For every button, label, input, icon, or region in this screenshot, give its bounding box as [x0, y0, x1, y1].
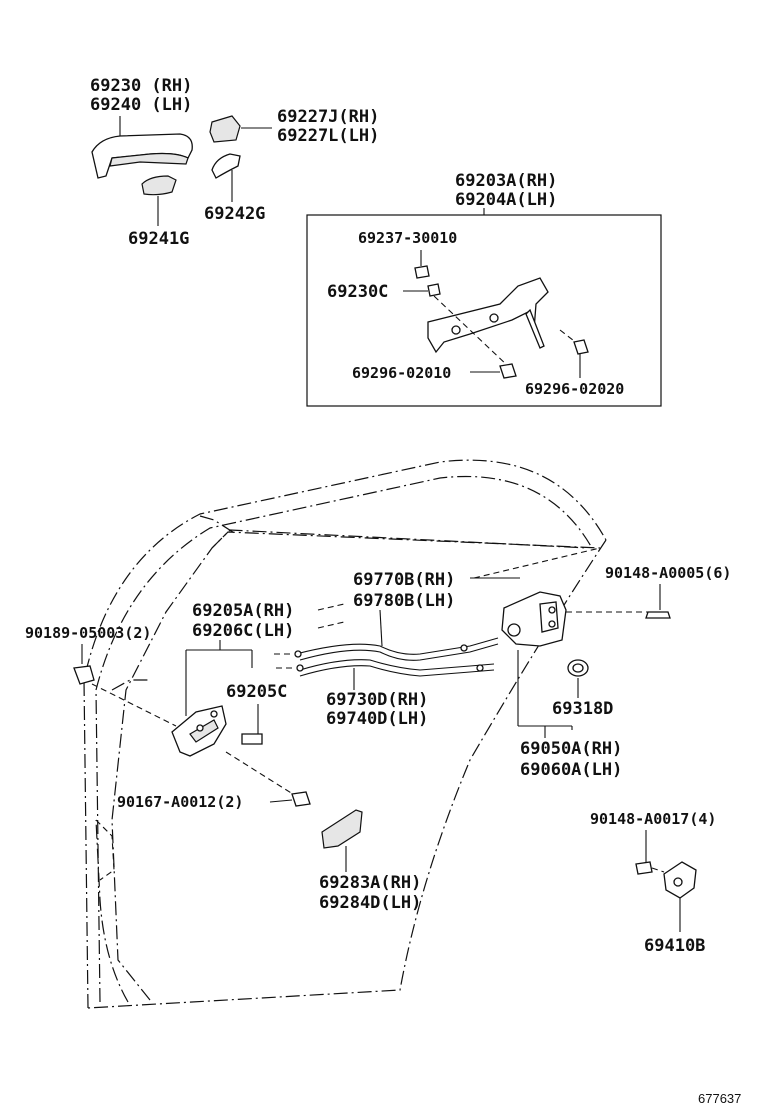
handle-cover-label-rh: 69227J(RH) — [277, 107, 379, 127]
outside-handle-label-rh: 69230 (RH) — [90, 76, 192, 96]
bolt-striker-shape — [635, 861, 653, 875]
bezel-shape — [321, 809, 363, 849]
screw-c-shape — [291, 791, 311, 807]
cable-lock-group: 69770B(RH) 69780B(LH) 90148-A0005(6) 693… — [274, 547, 731, 780]
seal-label: 69318D — [552, 699, 613, 719]
frame-assy-label-rh: 69203A(RH) — [455, 171, 557, 191]
screw-b-shape — [573, 339, 589, 355]
plug-shape — [414, 265, 430, 279]
cable-lower — [299, 659, 495, 671]
screw-b-label: 69296-02020 — [525, 380, 624, 398]
cable-assy-label-lh: 69780B(LH) — [353, 591, 455, 611]
bolt-top-label: 90148-A0005(6) — [605, 564, 731, 582]
frame-assy-label-lh: 69204A(LH) — [455, 190, 557, 210]
reference-code: 677637 — [698, 1091, 741, 1106]
bezel-label-rh: 69283A(RH) — [319, 873, 421, 893]
lock-assy-label-lh: 69060A(LH) — [520, 760, 622, 780]
plug-label: 69237-30010 — [358, 229, 457, 247]
pad-front-shape — [211, 153, 241, 179]
inside-handle-label-rh: 69205A(RH) — [192, 601, 294, 621]
screw-c-label: 90167-A0012(2) — [117, 793, 243, 811]
pad-rear-shape — [141, 175, 177, 196]
cable-assy-label-rh: 69770B(RH) — [353, 570, 455, 590]
bezel-group: 69283A(RH) 69284D(LH) — [319, 809, 421, 913]
lock-assy-label-rh: 69050A(RH) — [520, 739, 622, 759]
pad-rear-label: 69241G — [128, 229, 189, 249]
cable-upper — [295, 637, 499, 655]
clip-label: 90189-05003(2) — [25, 624, 151, 642]
cable-lower-label-lh: 69740D(LH) — [326, 709, 428, 729]
handle-cover-label-lh: 69227L(LH) — [277, 126, 379, 146]
frame-sub-label: 69230C — [327, 282, 388, 302]
inside-bracket-bolt — [241, 733, 263, 745]
handle-cover-shape — [209, 115, 241, 143]
cable-lower-label-rh: 69730D(RH) — [326, 690, 428, 710]
bolt-striker-label: 90148-A0017(4) — [590, 810, 716, 828]
pad-front-label: 69242G — [204, 204, 265, 224]
striker-label: 69410B — [644, 936, 705, 956]
outside-handle-label-lh: 69240 (LH) — [90, 95, 192, 115]
screw-a-shape — [499, 363, 517, 379]
frame-assy-box — [306, 214, 662, 407]
screw-a-label: 69296-02010 — [352, 364, 451, 382]
outside-handle-group: 69230 (RH) 69240 (LH) 69227J(RH) 69227L(… — [90, 76, 379, 249]
bezel-label-lh: 69284D(LH) — [319, 893, 421, 913]
clip-shape — [73, 665, 95, 685]
inside-bracket-label: 69205C — [226, 682, 287, 702]
bolt-top-shape — [645, 611, 671, 619]
striker-group: 90148-A0017(4) 69410B — [590, 810, 716, 956]
frame-assy-group: 69203A(RH) 69204A(LH) 69237-30010 69230C… — [306, 171, 662, 407]
inside-handle-group: 69205A(RH) 69206C(LH) 69205C 90189-05003… — [25, 601, 345, 811]
door-outline — [83, 459, 607, 1009]
inside-handle-label-lh: 69206C(LH) — [192, 621, 294, 641]
